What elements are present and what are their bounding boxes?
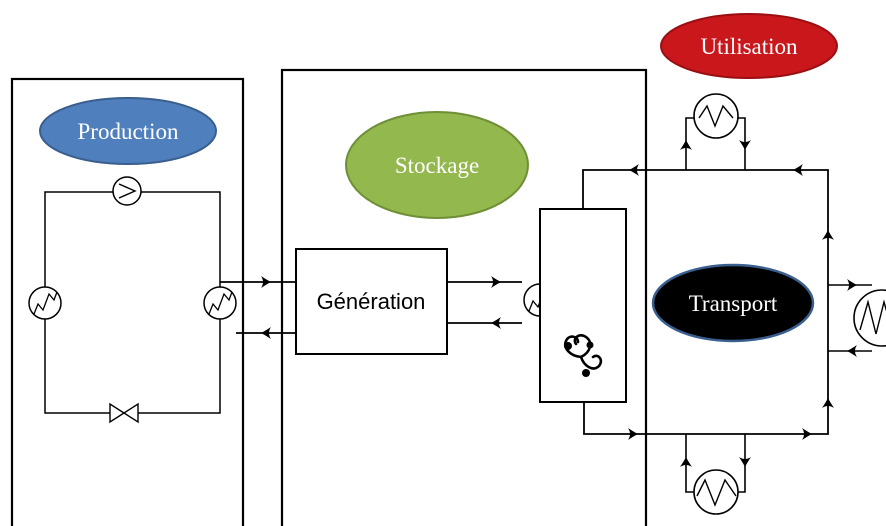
transport-label: Transport xyxy=(689,291,778,316)
utilisation-label: Utilisation xyxy=(700,34,798,59)
storage-tank xyxy=(539,208,627,403)
generation-label: Génération xyxy=(317,289,426,314)
production-panel xyxy=(10,77,245,526)
expansion-valve-icon xyxy=(109,402,139,424)
heat-exchanger-icon xyxy=(203,286,237,320)
heat-exchanger-icon xyxy=(28,286,62,320)
utilisation-ellipse: Utilisation xyxy=(660,13,838,79)
stockage-panel xyxy=(280,68,648,526)
production-label: Production xyxy=(78,119,179,144)
radiator-icon xyxy=(853,289,886,347)
radiator-icon xyxy=(693,93,739,139)
transport-ellipse: Transport xyxy=(651,263,815,343)
production-loop xyxy=(44,191,221,414)
stockage-ellipse: Stockage xyxy=(345,111,529,219)
radiator-icon xyxy=(693,469,739,515)
production-ellipse: Production xyxy=(39,97,217,165)
stockage-label: Stockage xyxy=(395,153,479,178)
pump-icon xyxy=(112,176,142,206)
generation-box xyxy=(295,248,448,355)
transport-network xyxy=(582,169,829,435)
triskelion-icon xyxy=(564,333,603,377)
